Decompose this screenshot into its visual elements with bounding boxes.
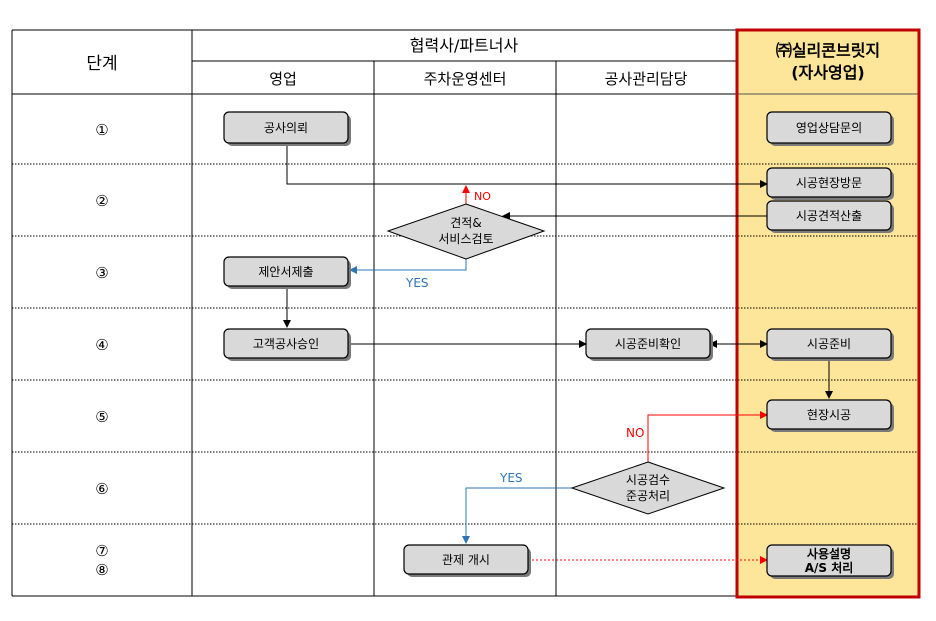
box-estimate-calc: 시공견적산출 [766,200,894,233]
box-sales-consult: 영업상담문의 [766,111,894,146]
stage-number: ⑥ [95,480,108,498]
stage-number: ⑦ [95,542,108,560]
stage-number: ⑧ [95,561,108,579]
box-text: A/S 처리 [805,560,854,575]
box-text: 공사의뢰 [264,121,308,135]
decision-text: 준공처리 [626,489,670,503]
connector-no-to-site [647,411,768,470]
company-column-border [735,28,921,599]
connector-yes-to-control [462,487,574,544]
decision-text: 시공검수 [626,473,670,487]
box-text: 시공준비 [807,337,851,351]
box-text: 고객공사승인 [253,337,319,351]
box-text: 현장시공 [807,408,851,422]
box-prep: 시공준비 [766,328,894,361]
stage-number: ③ [95,264,108,282]
label-yes: YES [405,276,429,290]
stage-number: ④ [95,336,108,354]
box-text: 시공현장방문 [796,176,862,190]
label-no: NO [626,426,644,440]
header-lane-construction: 공사관리담당 [605,70,688,88]
box-customer-approval: 고객공사승인 [223,328,351,361]
box-site-visit: 시공현장방문 [766,167,894,200]
box-text: 시공견적산출 [796,209,862,223]
box-request: 공사의뢰 [223,111,351,146]
box-site-construction: 현장시공 [766,399,894,432]
box-usage-as: 사용설명 A/S 처리 [766,544,894,579]
decision-text: 서비스검토 [438,232,493,246]
header-company-sub: (자사영업) [791,63,865,82]
label-no: NO [474,190,491,203]
header-lane-sales: 영업 [269,70,297,88]
box-text: 영업상담문의 [796,121,862,135]
box-text: 사용설명 [807,546,851,561]
box-text: 제안서제출 [258,265,313,279]
stage-number: ② [95,192,108,210]
label-yes: YES [499,471,523,485]
decision-estimate-review: 견적& 서비스검토 [386,203,546,260]
connector-request-to-visit [286,144,768,188]
box-text: 시공준비확인 [615,337,681,351]
header-company-name: ㈜실리콘브릿지 [776,41,880,60]
box-text: 관제 개시 [442,553,490,567]
stage-number: ⑤ [95,408,108,426]
box-proposal: 제안서제출 [223,256,351,289]
header-stage: 단계 [86,54,117,74]
header-partner-group: 협력사/파트너사 [410,36,519,55]
header-lane-parking: 주차운영센터 [424,70,507,88]
table-grid [11,29,919,597]
box-control-start: 관제 개시 [403,544,531,577]
stage-number: ① [95,121,108,139]
decision-inspection: 시공검수 준공처리 [570,461,726,515]
decision-text: 견적& [450,216,481,230]
box-prep-check: 시공준비확인 [585,328,713,361]
